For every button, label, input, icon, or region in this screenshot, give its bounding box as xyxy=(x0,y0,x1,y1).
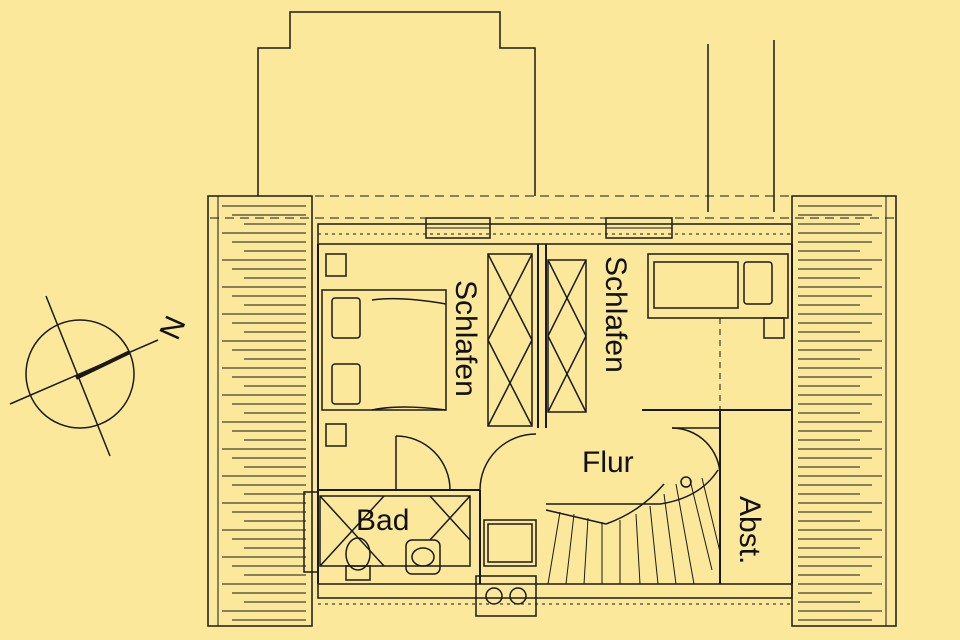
compass-needle xyxy=(75,350,131,380)
stair-tread xyxy=(635,513,641,585)
wardrobe-right xyxy=(547,259,587,413)
top-wall xyxy=(317,217,793,245)
roof-slope-left xyxy=(207,195,313,627)
stair-tread xyxy=(649,505,659,585)
compass: N xyxy=(9,295,193,457)
room-label-bedroom-right: Schlafen xyxy=(599,256,632,373)
washbasin xyxy=(405,539,441,575)
kitchen-unit xyxy=(475,519,537,617)
room-label-hallway: Flur xyxy=(582,446,634,479)
stair-tread xyxy=(663,493,677,585)
interior-walls xyxy=(317,244,793,584)
dormer-outline xyxy=(257,11,775,212)
door-bedroom-left xyxy=(395,435,451,491)
roof-dashed-lines xyxy=(210,195,900,219)
room-label-storage: Abst. xyxy=(733,496,766,564)
stair-tread xyxy=(689,479,713,571)
single-bed xyxy=(647,253,789,410)
wardrobe-left xyxy=(487,253,533,427)
compass-north-label: N xyxy=(154,311,193,344)
stair-tread xyxy=(701,477,721,553)
stair-tread xyxy=(675,483,695,585)
stair-tread xyxy=(583,517,589,585)
stair-tread xyxy=(547,511,561,585)
room-label-bedroom-left: Schlafen xyxy=(449,280,482,397)
door-bathroom xyxy=(479,433,537,491)
toilet xyxy=(345,537,371,581)
double-bed xyxy=(321,253,447,447)
room-label-bathroom: Bad xyxy=(356,504,409,537)
roof-slope-right xyxy=(791,195,897,627)
stair-tread xyxy=(565,513,575,585)
bottom-wall xyxy=(317,583,793,605)
door-bedroom-right xyxy=(671,427,721,477)
bathtub xyxy=(303,491,471,573)
compass-circle xyxy=(25,319,135,429)
staircase xyxy=(545,469,721,585)
